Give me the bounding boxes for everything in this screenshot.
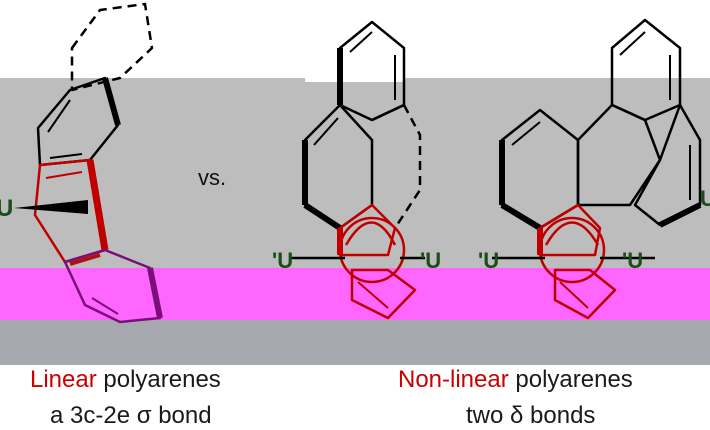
delta-bond-arc — [338, 216, 406, 284]
metal-u-label-right-right: 'U — [622, 248, 643, 273]
linear-polyarene-structure: U — [0, 2, 163, 324]
right-caption-line1: Non-linear polyarenes — [398, 366, 633, 394]
gray-band-cutout — [305, 70, 405, 82]
delta-bond-arc-right — [538, 216, 606, 284]
right-caption-line2: two δ bonds — [466, 402, 596, 429]
left-caption-line2: a 3c-2e σ bond — [50, 402, 212, 429]
left-caption-rest: polyarenes — [96, 366, 221, 393]
metal-u-label-middle-right: 'U — [420, 248, 441, 273]
middle-dashed-ring — [393, 104, 422, 229]
right-lower-ring — [553, 268, 617, 320]
vs-label: vs. — [198, 165, 226, 190]
metal-u-label-right-left: 'U — [478, 248, 499, 273]
right-caption-rest: polyarenes — [508, 366, 633, 393]
lower-gray-band — [0, 320, 710, 365]
metal-u-label-left: U — [0, 195, 13, 222]
metal-u-label-far-right: U — [700, 186, 710, 211]
left-caption-line1: Linear polyarenes — [30, 366, 221, 394]
right-caption-highlight: Non-linear — [398, 366, 509, 393]
right-bottom-ring — [538, 203, 602, 257]
middle-lower-ring — [350, 268, 417, 320]
metal-u-label-middle-left: 'U — [272, 248, 293, 273]
middle-polyarene-structure: 'U 'U — [272, 20, 441, 320]
nonlinear-polyarene-structure: 'U 'U U — [478, 18, 710, 320]
wedge-bond — [14, 200, 88, 214]
dashed-ring — [70, 2, 154, 92]
left-caption-highlight: Linear — [30, 366, 97, 393]
